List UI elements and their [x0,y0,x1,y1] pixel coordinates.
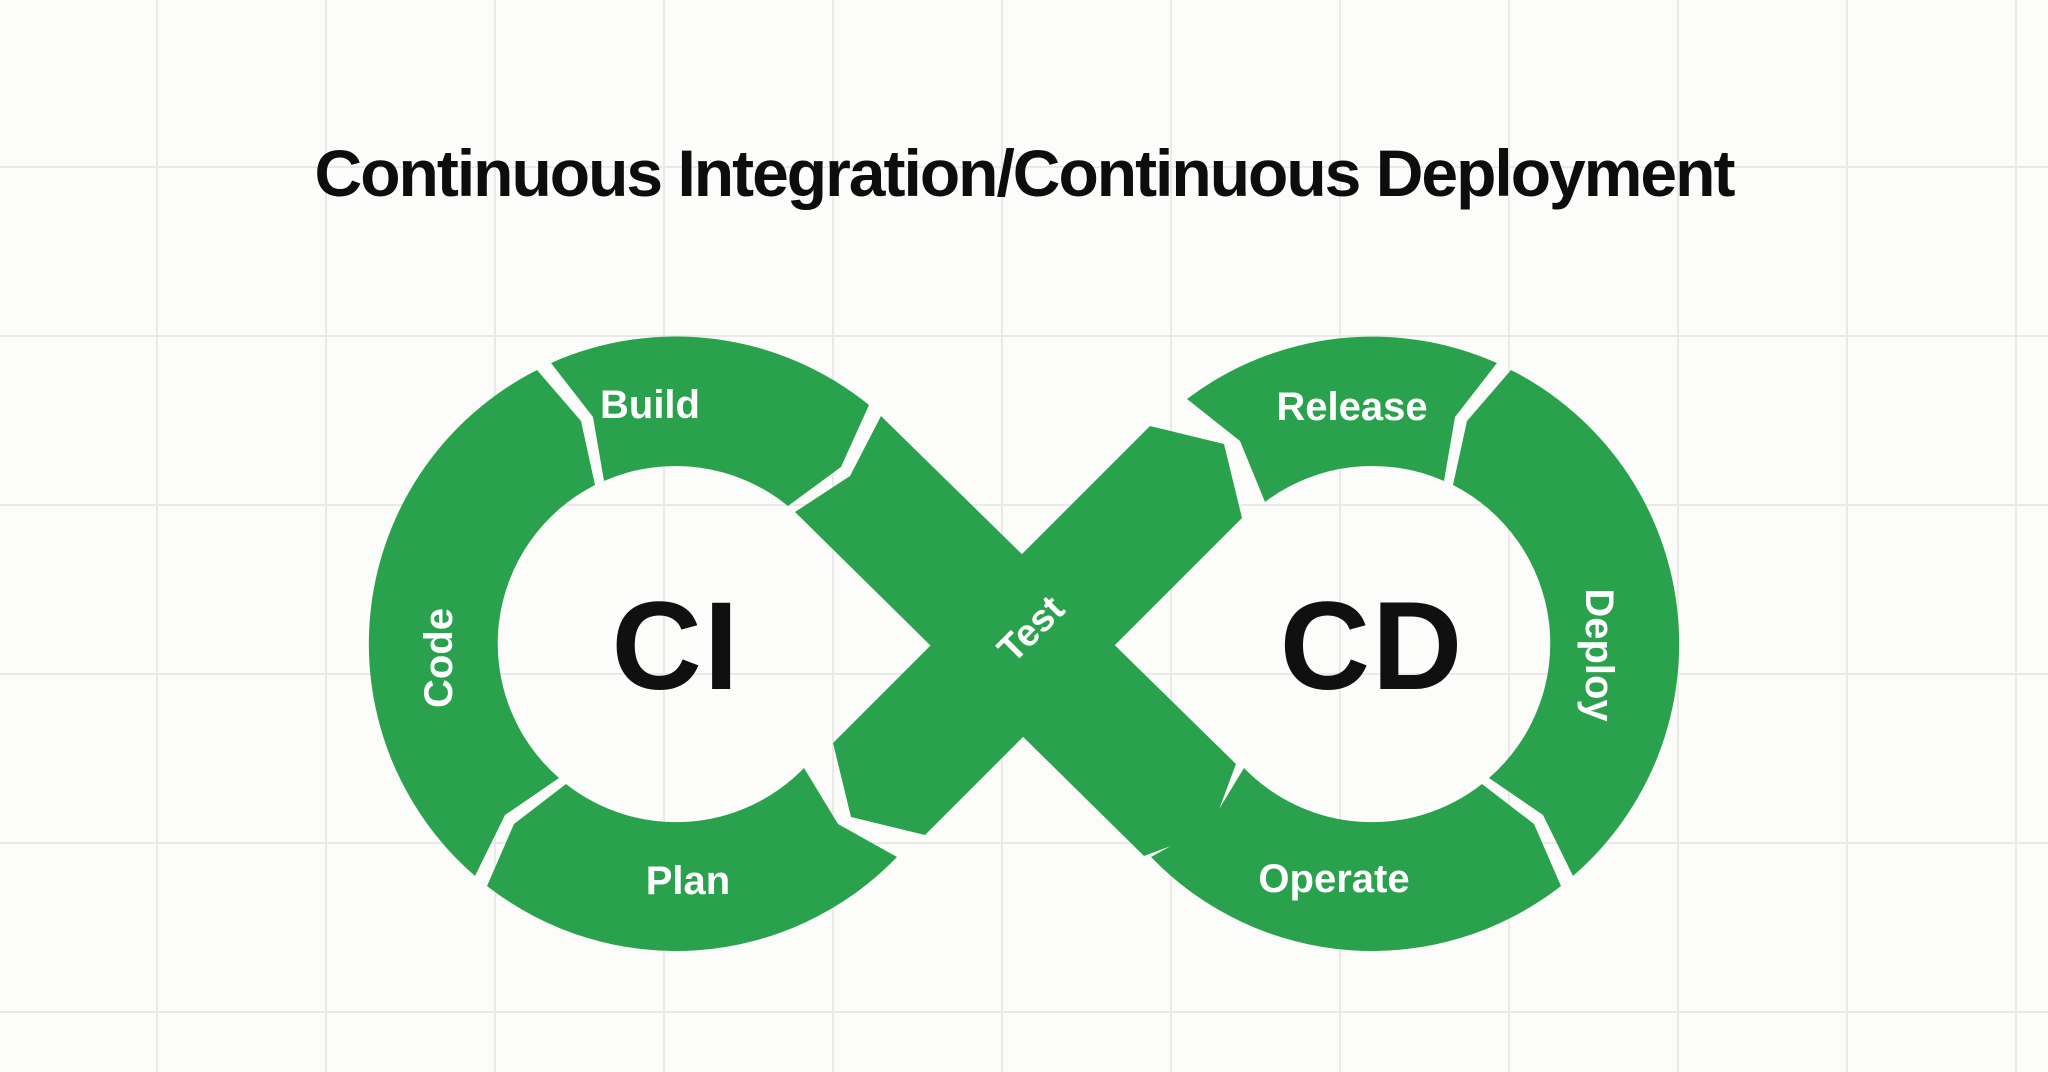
page-title: Continuous Integration/Continuous Deploy… [314,136,1736,210]
loop-shapes [368,336,1680,952]
operate-label: Operate [1258,857,1409,901]
deploy-segment [1453,370,1680,876]
cd-label: CD [1280,577,1465,716]
plan-label: Plan [646,859,730,903]
test-band-rising [833,426,1242,835]
operate-segment [1151,768,1561,952]
code-label: Code [417,608,461,708]
release-label: Release [1276,385,1427,429]
deploy-label: Deploy [1577,588,1621,722]
build-label: Build [600,383,700,427]
build-segment [551,336,869,506]
loop-center-labels: CI CD [612,577,1465,716]
ci-label: CI [612,577,741,716]
plan-segment [487,768,897,952]
code-segment [368,370,595,876]
release-segment [1187,336,1497,502]
